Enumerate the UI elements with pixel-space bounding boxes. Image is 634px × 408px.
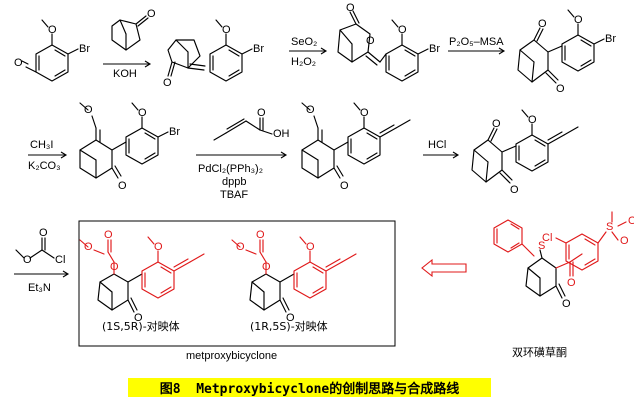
atom-br: Br xyxy=(79,43,90,55)
reaction-arrow-5: PdCl₂(PPh₃)₂ dppb TBAF xyxy=(196,151,288,201)
atom-o: O xyxy=(567,277,576,289)
atom-o: O xyxy=(556,83,565,95)
atom-o: O xyxy=(147,8,156,20)
reagent-koh: KOH xyxy=(113,68,137,80)
atom-s: S xyxy=(606,221,613,233)
butynoic-acid-reagent: O OH xyxy=(213,107,290,141)
atom-o: O xyxy=(346,2,355,14)
atom-o: O xyxy=(138,107,147,119)
reagent-tbaf: TBAF xyxy=(220,189,248,201)
atom-o: O xyxy=(492,118,501,130)
reaction-arrow-7: Et₃N xyxy=(14,270,70,294)
reagent-p2o5-msa: P₂O₅–MSA xyxy=(449,36,504,48)
compound-7-dione-alkyne: O O O xyxy=(471,109,579,196)
atom-o: O xyxy=(340,180,349,192)
atom-o: O xyxy=(366,35,375,47)
compound-2-arylidene-norcamphor: O O Br xyxy=(163,19,264,89)
atom-o: O xyxy=(306,104,315,116)
atom-br: Br xyxy=(253,43,264,55)
atom-o: O xyxy=(154,241,163,253)
product-box xyxy=(78,220,396,347)
atom-o: O xyxy=(398,24,407,36)
atom-o: O xyxy=(48,24,57,36)
atom-o: O xyxy=(528,114,537,126)
atom-o: O xyxy=(562,298,571,310)
reaction-arrow-4: CH₃I K₂CO₃ xyxy=(28,139,68,172)
compound-6-enol-ether-alkyne: O O O xyxy=(301,102,411,192)
atom-o: O xyxy=(23,254,32,266)
reaction-arrow-6: HCl xyxy=(423,139,460,159)
reaction-arrow-3: P₂O₅–MSA xyxy=(448,36,506,55)
atom-o: O xyxy=(163,77,172,89)
atom-o: O xyxy=(110,261,119,273)
methyl-chloroformate-reagent: O O Cl xyxy=(15,227,65,266)
atom-br: Br xyxy=(429,43,440,55)
atom-o: O xyxy=(628,215,634,227)
label-enantiomer-1s5r: (1S,5R)-对映体 xyxy=(102,319,180,333)
atom-o: O xyxy=(538,18,547,30)
atom-o: O xyxy=(306,241,315,253)
atom-o: O xyxy=(262,261,271,273)
hollow-arrow xyxy=(421,258,467,278)
compound-1-bromomethoxybenzaldehyde: O Br O xyxy=(14,19,90,82)
atom-o: O xyxy=(510,184,519,196)
compound-bicyclic-sulfone: S Cl S O O O O xyxy=(493,211,634,310)
atom-o: O xyxy=(104,229,113,241)
label-related-compound: 双环磺草酮 xyxy=(512,345,567,359)
atom-o: O xyxy=(14,57,23,69)
figure-caption: 图8 Metproxybicyclone的创制思路与合成路线 xyxy=(128,378,491,397)
product-enantiomer-1s5r: O O O O O xyxy=(79,229,205,324)
atom-o: O xyxy=(256,229,265,241)
atom-o: O xyxy=(222,24,231,36)
reagent-hcl: HCl xyxy=(428,139,446,151)
reagent-pdcl2pph3: PdCl₂(PPh₃)₂ xyxy=(198,163,263,175)
atom-br: Br xyxy=(169,126,180,138)
product-enantiomer-1r5s: O O O O O xyxy=(231,229,357,324)
reaction-arrow-1: KOH xyxy=(103,60,152,80)
label-enantiomer-1r5s: (1R,5S)-对映体 xyxy=(250,319,328,333)
atom-o: O xyxy=(257,107,266,119)
atom-o: O xyxy=(118,180,127,192)
reagent-seo2: SeO₂ xyxy=(291,36,317,48)
compound-3-lactone: O O O Br xyxy=(337,2,440,82)
atom-o: O xyxy=(84,241,93,253)
atom-o: O xyxy=(84,104,93,116)
reagent-et3n: Et₃N xyxy=(28,282,51,294)
product-name-label: metproxybicyclone xyxy=(186,350,277,362)
reaction-arrow-2: SeO₂ H₂O₂ xyxy=(289,36,328,68)
atom-cl: Cl xyxy=(55,254,65,266)
compound-4-bicyclic-dione: O O O Br xyxy=(517,9,616,95)
reagent-ch3i: CH₃I xyxy=(30,139,53,151)
atom-oh: OH xyxy=(273,128,290,140)
atom-br: Br xyxy=(605,33,616,45)
atom-o: O xyxy=(574,14,583,26)
atom-o: O xyxy=(286,312,295,324)
reagent-h2o2: H₂O₂ xyxy=(291,56,316,68)
atom-o: O xyxy=(360,107,369,119)
atom-o: O xyxy=(620,235,629,247)
atom-cl: Cl xyxy=(542,232,552,244)
reagent-k2co3: K₂CO₃ xyxy=(28,160,61,172)
atom-o: O xyxy=(39,227,48,239)
reagent-dppb: dppb xyxy=(222,176,246,188)
atom-s: S xyxy=(538,240,545,252)
norcamphor-reagent: O xyxy=(111,8,156,51)
atom-o: O xyxy=(134,312,143,324)
atom-o: O xyxy=(236,241,245,253)
compound-5-enol-ether-bromide: O O O Br xyxy=(79,102,180,192)
